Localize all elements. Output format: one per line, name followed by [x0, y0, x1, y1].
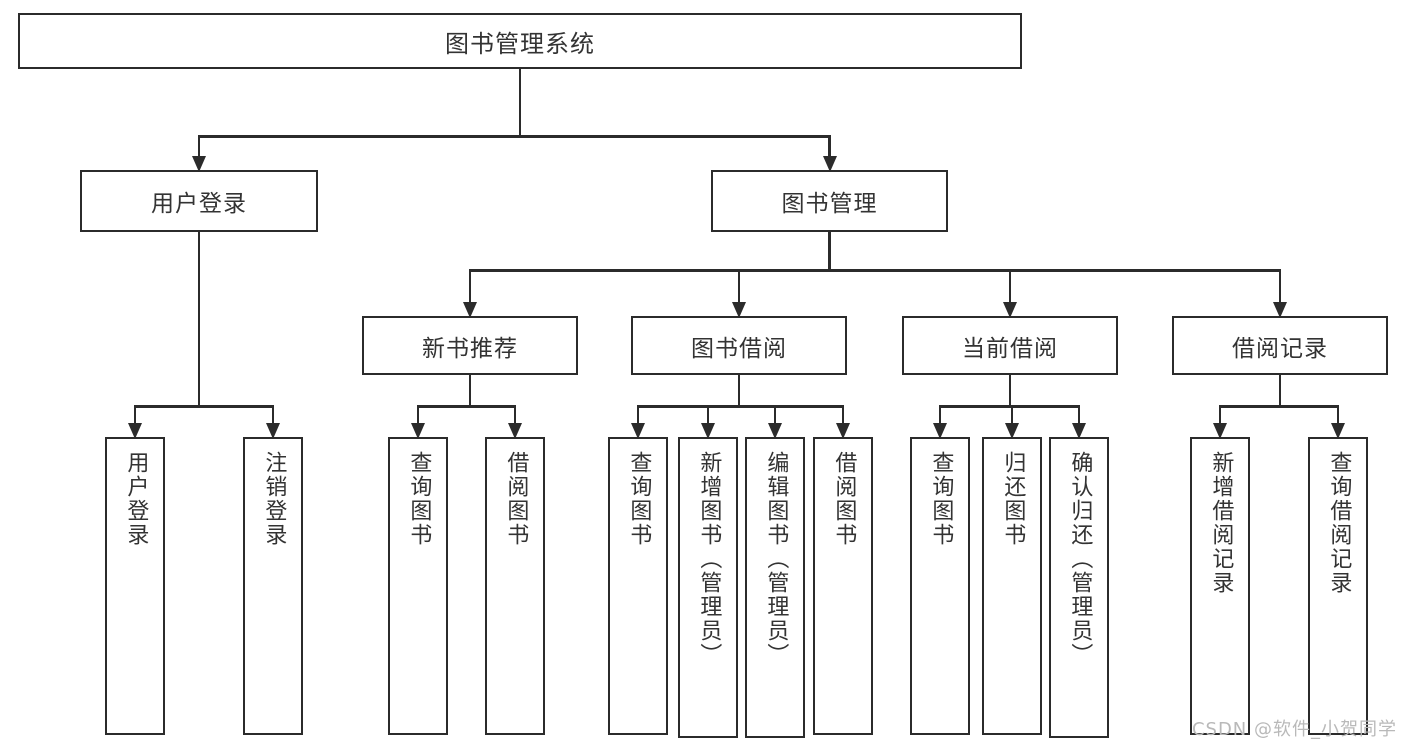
node-label: 新增图书（管理员）: [696, 451, 722, 667]
node-label: 归还图书: [1000, 451, 1026, 547]
node-label: 编辑图书（管理员）: [763, 451, 789, 667]
connector-vertical: [737, 269, 741, 302]
connector-horizontal: [1220, 405, 1338, 408]
connector-vertical: [636, 405, 640, 423]
connector-vertical: [1077, 405, 1081, 423]
connector-vertical: [513, 405, 517, 423]
arrow-to-当前借阅: [1003, 302, 1017, 318]
arrow-to-leaf: [1331, 423, 1345, 439]
node-label: 新增借阅记录: [1208, 451, 1234, 595]
node-label: 查询图书: [406, 451, 432, 547]
node-leaf-新增图书管理员-5[interactable]: 新增图书（管理员）: [678, 437, 738, 738]
node-leaf-确认归还管理员-10[interactable]: 确认归还（管理员）: [1049, 437, 1109, 738]
connector-vertical: [841, 405, 845, 423]
node-l3-借阅记录[interactable]: 借阅记录: [1172, 316, 1388, 375]
connector-vertical: [828, 232, 831, 269]
arrow-to-借阅记录: [1273, 302, 1287, 318]
node-leaf-编辑图书管理员-6[interactable]: 编辑图书（管理员）: [745, 437, 805, 738]
node-label: 注销登录: [261, 451, 287, 547]
connector-vertical: [416, 405, 420, 423]
connector-vertical: [706, 405, 710, 423]
connector-vertical: [271, 405, 275, 423]
node-label: 借阅记录: [1232, 335, 1328, 362]
arrow-to-leaf: [768, 423, 782, 439]
arrow-to-leaf: [836, 423, 850, 439]
arrow-to-leaf: [266, 423, 280, 439]
connector-horizontal: [135, 405, 273, 408]
connector-vertical: [1008, 269, 1012, 302]
arrow-to-leaf: [933, 423, 947, 439]
node-leaf-查询图书-4[interactable]: 查询图书: [608, 437, 668, 735]
node-label: 用户登录: [151, 191, 247, 217]
connector-horizontal: [940, 405, 1079, 408]
arrow-to-图书借阅: [732, 302, 746, 318]
node-label: 图书借阅: [691, 335, 787, 362]
node-l2-图书管理[interactable]: 图书管理: [711, 170, 948, 232]
node-label: 图书管理系统: [445, 29, 595, 58]
connector-vertical: [1010, 405, 1014, 423]
connector-vertical: [737, 375, 741, 405]
arrow-to-leaf: [1072, 423, 1086, 439]
connector-vertical: [773, 405, 777, 423]
connector-vertical: [938, 405, 942, 423]
connector-horizontal: [638, 405, 843, 408]
node-l3-当前借阅[interactable]: 当前借阅: [902, 316, 1118, 375]
connector-vertical: [468, 269, 472, 302]
node-label: 当前借阅: [962, 335, 1058, 362]
node-leaf-查询借阅记录-12[interactable]: 查询借阅记录: [1308, 437, 1368, 735]
connector-vertical: [197, 135, 201, 156]
connector-horizontal: [418, 405, 515, 408]
node-label: 确认归还（管理员）: [1067, 451, 1093, 667]
connector-vertical: [828, 135, 831, 156]
node-label: 用户登录: [123, 451, 149, 547]
connector-vertical: [1218, 405, 1222, 423]
node-leaf-用户登录-0[interactable]: 用户登录: [105, 437, 165, 735]
connector-vertical: [1278, 375, 1282, 405]
node-leaf-查询图书-2[interactable]: 查询图书: [388, 437, 448, 735]
node-l2-用户登录[interactable]: 用户登录: [80, 170, 318, 232]
arrow-to-用户登录: [192, 156, 206, 172]
arrow-to-图书管理: [822, 156, 837, 172]
node-label: 新书推荐: [422, 335, 518, 362]
arrow-to-leaf: [1005, 423, 1019, 439]
node-leaf-借阅图书-3[interactable]: 借阅图书: [485, 437, 545, 735]
node-label: 查询图书: [928, 451, 954, 547]
arrow-to-leaf: [701, 423, 715, 439]
arrow-to-leaf: [411, 423, 425, 439]
arrow-to-leaf: [128, 423, 142, 439]
node-label: 借阅图书: [503, 451, 529, 547]
node-leaf-借阅图书-7[interactable]: 借阅图书: [813, 437, 873, 735]
node-label: 查询借阅记录: [1326, 451, 1352, 595]
connector-vertical: [468, 375, 472, 405]
node-leaf-查询图书-8[interactable]: 查询图书: [910, 437, 970, 735]
node-leaf-归还图书-9[interactable]: 归还图书: [982, 437, 1042, 735]
connector-horizontal: [199, 135, 830, 138]
arrow-to-leaf: [508, 423, 522, 439]
connector-vertical: [518, 69, 522, 135]
node-label: 借阅图书: [831, 451, 857, 547]
connector-horizontal: [470, 269, 1280, 272]
arrow-to-leaf: [1213, 423, 1227, 439]
arrow-to-新书推荐: [463, 302, 477, 318]
node-label: 图书管理: [781, 191, 878, 217]
connector-vertical: [133, 405, 137, 423]
node-leaf-新增借阅记录-11[interactable]: 新增借阅记录: [1190, 437, 1250, 735]
connector-vertical: [197, 232, 201, 405]
arrow-to-leaf: [631, 423, 645, 439]
node-label: 查询图书: [626, 451, 652, 547]
node-l3-图书借阅[interactable]: 图书借阅: [631, 316, 847, 375]
node-root-图书管理系统[interactable]: 图书管理系统: [18, 13, 1022, 69]
connector-vertical: [1336, 405, 1340, 423]
node-l3-新书推荐[interactable]: 新书推荐: [362, 316, 578, 375]
node-leaf-注销登录-1[interactable]: 注销登录: [243, 437, 303, 735]
connector-vertical: [1278, 269, 1282, 302]
connector-vertical: [1008, 375, 1012, 405]
